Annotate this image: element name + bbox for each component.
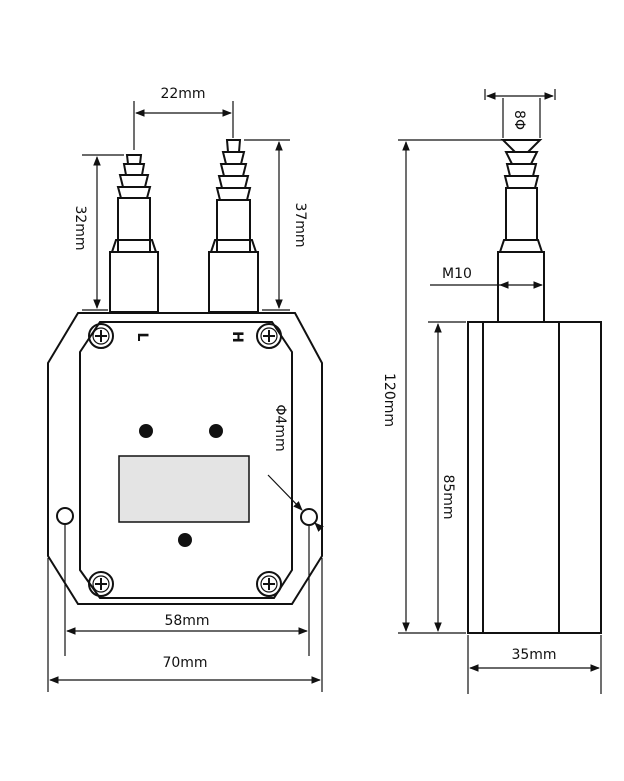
indicator-dot-right bbox=[209, 424, 223, 438]
port-label-right: H bbox=[229, 331, 245, 343]
mount-hole-left bbox=[56, 507, 74, 525]
side-barb-fitting bbox=[500, 139, 543, 240]
dim-left-port-height: 32mm bbox=[72, 154, 124, 311]
left-port-height-label: 32mm bbox=[72, 205, 88, 250]
display-window bbox=[118, 455, 250, 523]
nozzle-diameter-label: 8Φ bbox=[511, 110, 527, 130]
side-body bbox=[467, 321, 602, 634]
thread-label: M10 bbox=[442, 266, 472, 282]
dim-total-height: 120mm bbox=[381, 139, 520, 634]
body-height-label: 85mm bbox=[440, 474, 456, 519]
mount-hole-right bbox=[300, 508, 318, 526]
left-barb-fitting bbox=[109, 154, 159, 313]
faceplate-outline bbox=[79, 321, 293, 599]
dim-mount-spacing: 58mm bbox=[64, 525, 310, 656]
total-height-label: 120mm bbox=[381, 373, 397, 427]
front-view: L H Φ4mm 22mm 32mm bbox=[47, 86, 324, 692]
screw-bottom-right bbox=[256, 571, 282, 597]
dim-body-height: 85mm bbox=[428, 321, 466, 632]
indicator-dot-bottom bbox=[178, 533, 192, 547]
dim-right-port-height: 37mm bbox=[244, 139, 308, 311]
depth-label: 35mm bbox=[511, 647, 556, 663]
dim-nozzle-diameter: 8Φ bbox=[484, 89, 556, 138]
mount-spacing-label: 58mm bbox=[164, 613, 209, 629]
dim-total-width: 70mm bbox=[47, 558, 323, 692]
thread-section bbox=[497, 251, 545, 323]
dim-thread: M10 bbox=[430, 266, 543, 289]
total-width-label: 70mm bbox=[162, 655, 207, 671]
hole-diameter-label: Φ4mm bbox=[272, 404, 288, 451]
right-port-height-label: 37mm bbox=[292, 202, 308, 247]
dim-port-spacing: 22mm bbox=[133, 86, 234, 150]
port-spacing-label: 22mm bbox=[160, 86, 205, 102]
side-view: 8Φ M10 120mm 85mm 35mm bbox=[381, 89, 602, 694]
screw-top-right bbox=[256, 323, 282, 349]
port-label-left: L bbox=[134, 333, 150, 342]
screw-bottom-left bbox=[88, 571, 114, 597]
indicator-dot-left bbox=[139, 424, 153, 438]
dim-depth: 35mm bbox=[467, 635, 602, 694]
hole-diameter-leader bbox=[267, 474, 303, 511]
screw-top-left bbox=[88, 323, 114, 349]
right-barb-fitting bbox=[208, 139, 259, 313]
housing-outline bbox=[47, 312, 323, 605]
